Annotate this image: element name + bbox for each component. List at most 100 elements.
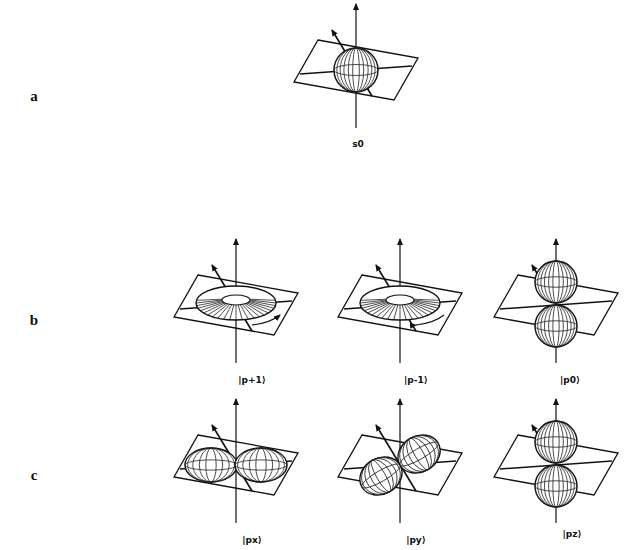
drawing-part	[553, 421, 559, 463]
drawing-part	[541, 421, 571, 463]
coordinate-frame	[338, 399, 462, 523]
drawing-part	[406, 436, 432, 472]
lobe	[235, 448, 287, 482]
drawing-part	[541, 465, 571, 507]
drawing-part	[196, 286, 276, 320]
drawing-part	[247, 303, 268, 313]
drawing-part	[235, 448, 287, 482]
drawing-part	[196, 301, 222, 306]
row-label: a	[28, 88, 40, 105]
coordinate-frame	[338, 239, 462, 363]
drawing-part	[535, 437, 577, 448]
coordinate-frame	[294, 4, 418, 128]
drawing-part	[397, 431, 442, 478]
drawing-part	[544, 305, 567, 347]
drawing-part	[553, 261, 559, 303]
drawing-part	[206, 448, 216, 482]
lobe	[535, 421, 577, 463]
rotation-arrow	[252, 315, 280, 325]
drawing-part	[359, 453, 404, 500]
drawing-part	[256, 448, 266, 482]
drawing-part	[544, 421, 567, 463]
lobe	[334, 48, 378, 92]
drawing-part	[368, 458, 394, 494]
drawing-part	[250, 299, 276, 300]
drawing-part	[535, 481, 577, 492]
drawing-part	[334, 65, 378, 76]
orbital-label: |p0⟩	[558, 376, 582, 386]
coordinate-frame	[494, 399, 618, 523]
lobe	[535, 465, 577, 507]
drawing-part	[244, 304, 259, 317]
drawing-part	[238, 305, 242, 320]
drawing-part	[391, 427, 447, 480]
lobe	[535, 261, 577, 303]
drawing-part	[386, 295, 414, 305]
drawing-part	[337, 48, 375, 92]
drawing-part	[193, 448, 229, 482]
torus-orbital	[196, 286, 280, 325]
drawing-part	[185, 460, 237, 470]
drawing-part	[363, 455, 398, 496]
drawing-part	[400, 305, 401, 320]
torus-orbital	[360, 286, 444, 325]
drawing-part	[411, 303, 432, 313]
orbital-label: |px⟩	[240, 536, 264, 546]
drawing-part	[535, 261, 577, 303]
orbital-label: |p+1⟩	[236, 376, 268, 386]
drawing-part	[541, 261, 571, 303]
row-label: c	[29, 467, 40, 484]
drawing-part	[397, 438, 441, 469]
drawing-part	[544, 465, 567, 507]
drawing-part	[360, 286, 440, 320]
drawing-part	[414, 299, 440, 300]
drawing-part	[535, 421, 577, 463]
drawing-part	[249, 448, 272, 482]
drawing-part	[236, 305, 237, 320]
drawing-part	[353, 48, 360, 92]
drawing-part	[549, 465, 564, 507]
coordinate-frame	[174, 399, 298, 523]
drawing-part	[188, 448, 235, 482]
drawing-part	[235, 460, 287, 470]
drawing-part	[402, 305, 406, 320]
drawing-part	[360, 301, 386, 306]
drawing-part	[535, 465, 577, 507]
drawing-part	[538, 305, 575, 347]
drawing-part	[359, 460, 403, 491]
drawing-part	[553, 305, 559, 347]
drawing-part	[348, 48, 363, 92]
drawing-part	[549, 421, 564, 463]
drawing-part	[185, 448, 237, 482]
drawing-part	[541, 305, 571, 347]
drawing-part	[535, 321, 577, 332]
drawing-part	[222, 295, 250, 305]
orbital-label: |py⟩	[404, 536, 428, 546]
drawing-part	[408, 304, 423, 317]
drawing-part	[538, 261, 575, 303]
orbital-label: |p-1⟩	[402, 376, 430, 386]
drawing-part	[553, 465, 559, 507]
coordinate-frame	[174, 239, 298, 363]
drawing-part	[535, 277, 577, 288]
drawing-part	[544, 261, 567, 303]
drawing-part	[538, 465, 575, 507]
coordinate-frame	[494, 239, 618, 363]
row-label: b	[28, 312, 40, 329]
drawing-part	[340, 48, 372, 92]
drawing-part	[538, 421, 575, 463]
drawing-part	[199, 448, 222, 482]
drawing-part	[393, 429, 445, 480]
xy-plane	[294, 40, 418, 100]
drawing-part	[238, 448, 285, 482]
drawing-part	[243, 448, 279, 482]
drawing-part	[549, 261, 564, 303]
drawing-part	[334, 48, 378, 92]
drawing-part	[344, 48, 368, 92]
lobe	[185, 448, 237, 482]
drawing-part	[360, 300, 386, 303]
drawing-part	[360, 299, 386, 300]
orbital-label: s0	[350, 140, 366, 150]
drawing-part	[549, 305, 564, 347]
